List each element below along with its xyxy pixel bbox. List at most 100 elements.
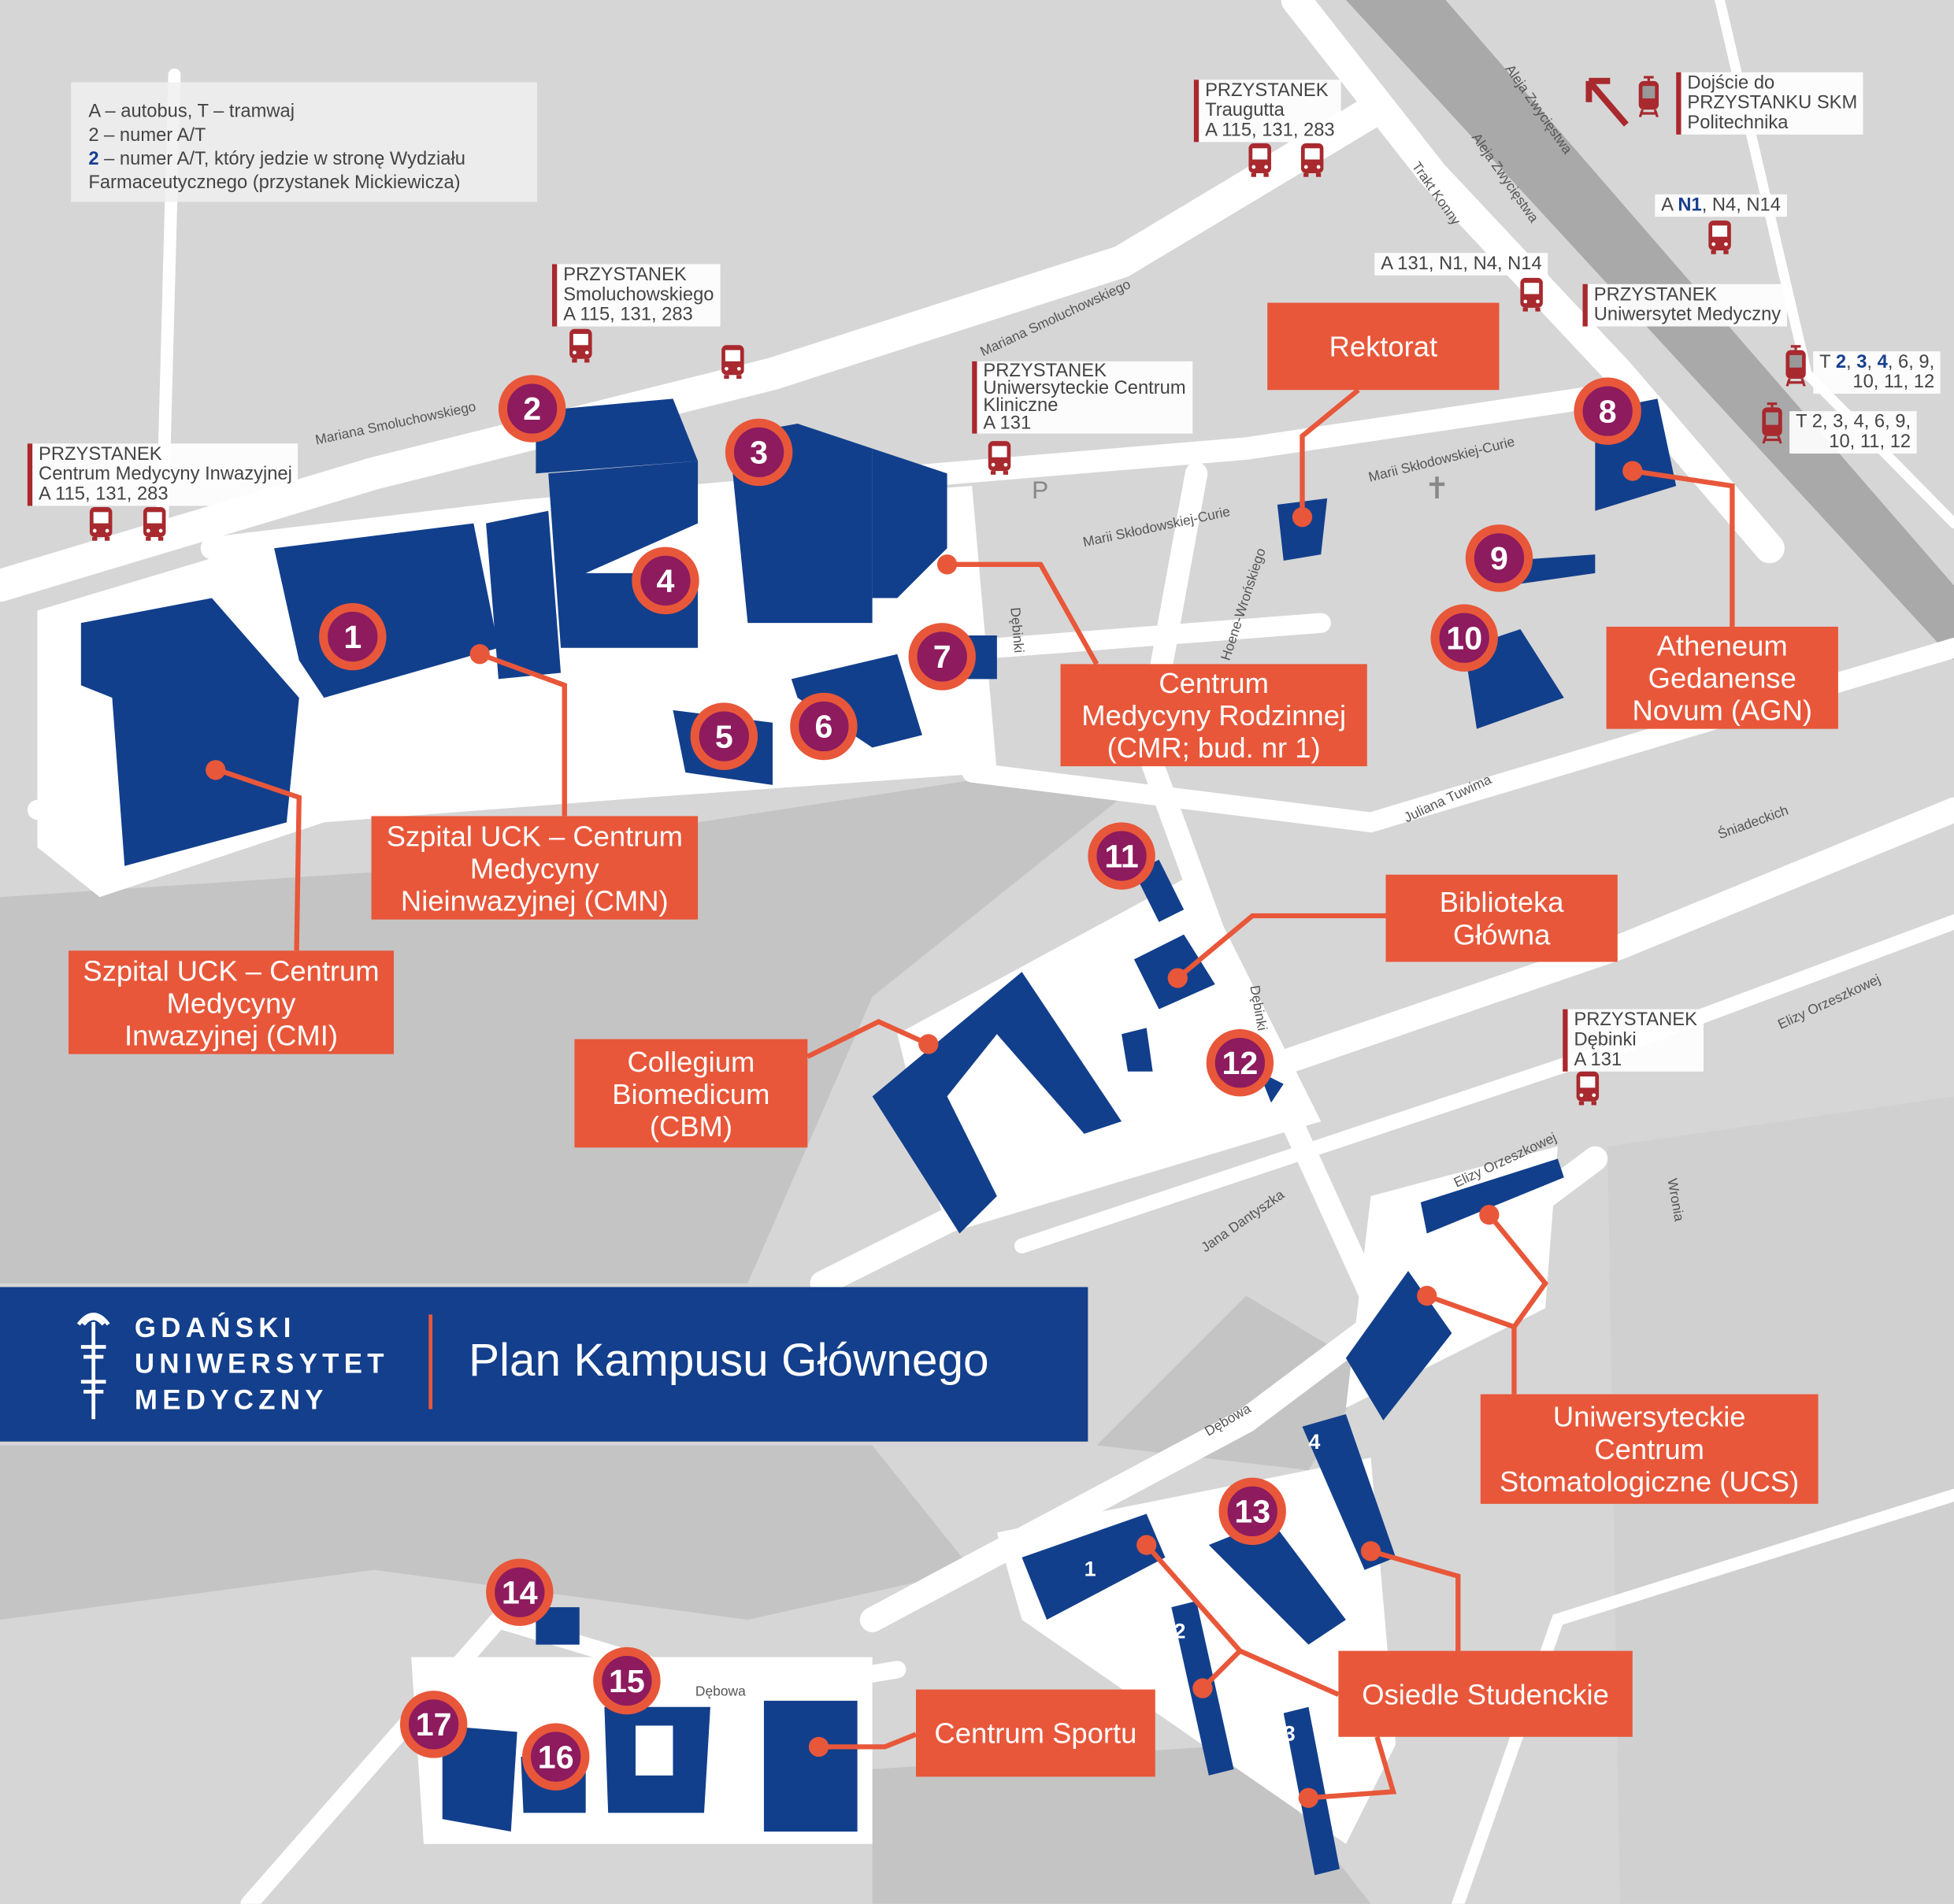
route-text: , N4, N14 [1701,194,1781,216]
label-line: Uniwersyteckie [1552,1400,1746,1433]
bus-stop-icon[interactable] [1518,276,1545,313]
stop-line: PRZYSTANEK [1205,80,1329,102]
tram-stop-icon[interactable] [1759,402,1786,444]
tram-stop-icon[interactable] [1782,344,1810,387]
stop-line: Uniwersyteckie Centrum [983,377,1186,399]
label-line: Główna [1452,918,1551,951]
stop-line: PRZYSTANKU SKM [1687,92,1858,113]
bus-stop-icon[interactable] [1299,141,1326,178]
stop-line: Dębinki [1574,1028,1637,1050]
legend-bold-number: 2 [88,148,99,170]
bus-stop-icon[interactable] [1706,218,1733,255]
logo-line: MEDYCZNY [134,1384,328,1416]
stop-line: A 131 [1574,1049,1622,1071]
page-title: Plan Kampusu Głównego [468,1334,989,1386]
building-marker-15[interactable]: 15 [593,1647,661,1715]
building-marker-13[interactable]: 13 [1218,1477,1286,1546]
building-marker-16[interactable]: 16 [521,1723,590,1791]
route-line: 10, 11, 12 [1852,371,1935,393]
label-centrum-sportu[interactable]: Centrum Sportu [915,1689,1155,1777]
route-line: T 2, 3, 4, 6, 9, [1819,351,1935,373]
label-line: Biomedicum [612,1076,770,1110]
banner-divider [428,1314,433,1409]
bus-stop-icon[interactable] [87,505,115,542]
stop-line: PRZYSTANEK [1593,283,1718,306]
building-marker-3[interactable]: 3 [725,418,793,487]
bus-stop-icon[interactable] [567,327,595,364]
label-rektorat[interactable]: Rektorat [1267,302,1500,391]
route-text: A [1661,194,1678,216]
building-marker-14[interactable]: 14 [486,1558,554,1626]
label-line: Inwazyjnej (CMI) [124,1018,339,1051]
building-marker-12[interactable]: 12 [1206,1028,1274,1097]
building-marker-1[interactable]: 1 [319,602,387,671]
bus-stop-icon[interactable] [986,439,1014,476]
stop-line: Centrum Medycyny Inwazyjnej [39,463,292,485]
tram-stop-icon[interactable] [1635,75,1663,118]
label-line: (CMR; bud. nr 1) [1107,731,1321,764]
building-marker-6[interactable]: 6 [790,692,858,761]
label-line: Nieinwazyjnej (CMN) [400,883,669,917]
stop-line: A 131 [983,412,1032,434]
bus-stop-icon[interactable] [141,505,169,542]
building-marker-11[interactable]: 11 [1088,822,1155,890]
dorm-number: 4 [1308,1430,1321,1454]
label-line: Centrum [1594,1432,1704,1465]
stop-line: A 115, 131, 283 [563,304,693,325]
bus-stop-icon[interactable] [1246,141,1274,178]
label-line: Osiedle Studenckie [1362,1677,1609,1710]
stop-line: Dojście do [1687,72,1775,94]
label-line: Stomatologiczne (UCS) [1500,1465,1800,1498]
stop-routes-a131: A 131, N1, N4, N14 [1374,253,1548,276]
church-cross-icon: ✝ [1424,472,1450,506]
dorm-number: 1 [1084,1557,1096,1581]
stop-line: Kliniczne [983,395,1059,417]
route-bold: 2 [1835,351,1847,373]
stop-line: A 115, 131, 283 [1205,119,1335,141]
building-marker-5[interactable]: 5 [690,702,758,770]
building-marker-2[interactable]: 2 [498,375,566,443]
building-marker-9[interactable]: 9 [1465,524,1533,592]
building-marker-8[interactable]: 8 [1574,377,1641,445]
arrow-to-skm-icon [1585,77,1629,127]
building-marker-4[interactable]: 4 [632,546,699,615]
bus-stop-icon[interactable] [1574,1069,1601,1106]
connector-dots [206,461,1643,1808]
university-logo-icon [76,1312,110,1420]
label-line: Atheneum [1656,629,1788,662]
bus-stop-icon[interactable] [719,343,747,380]
label-line: Novum (AGN) [1632,694,1812,727]
building-marker-17[interactable]: 17 [399,1691,468,1758]
legend-line: Farmaceutycznego (przystanek Mickiewicza… [88,172,461,194]
building-marker-7[interactable]: 7 [908,623,976,691]
route-line: T 2, 3, 4, 6, 9, [1796,411,1911,433]
stop-line: Traugutta [1205,99,1285,121]
stop-line: PRZYSTANEK [1574,1009,1697,1031]
dorm-number: 2 [1174,1619,1186,1644]
route-bold: 3 [1856,351,1867,373]
railway [1345,0,1954,661]
building-marker-10[interactable]: 10 [1430,604,1498,672]
label-osiedle[interactable]: Osiedle Studenckie [1338,1650,1633,1737]
stop-line: A 115, 131, 283 [39,483,169,505]
stop-line: Smoluchowskiego [563,283,714,306]
route-text: T [1819,351,1836,373]
logo-line: GDAŃSKI [134,1312,296,1343]
stop-line: PRZYSTANEK [39,443,162,465]
stop-line: Uniwersytet Medyczny [1593,304,1782,325]
